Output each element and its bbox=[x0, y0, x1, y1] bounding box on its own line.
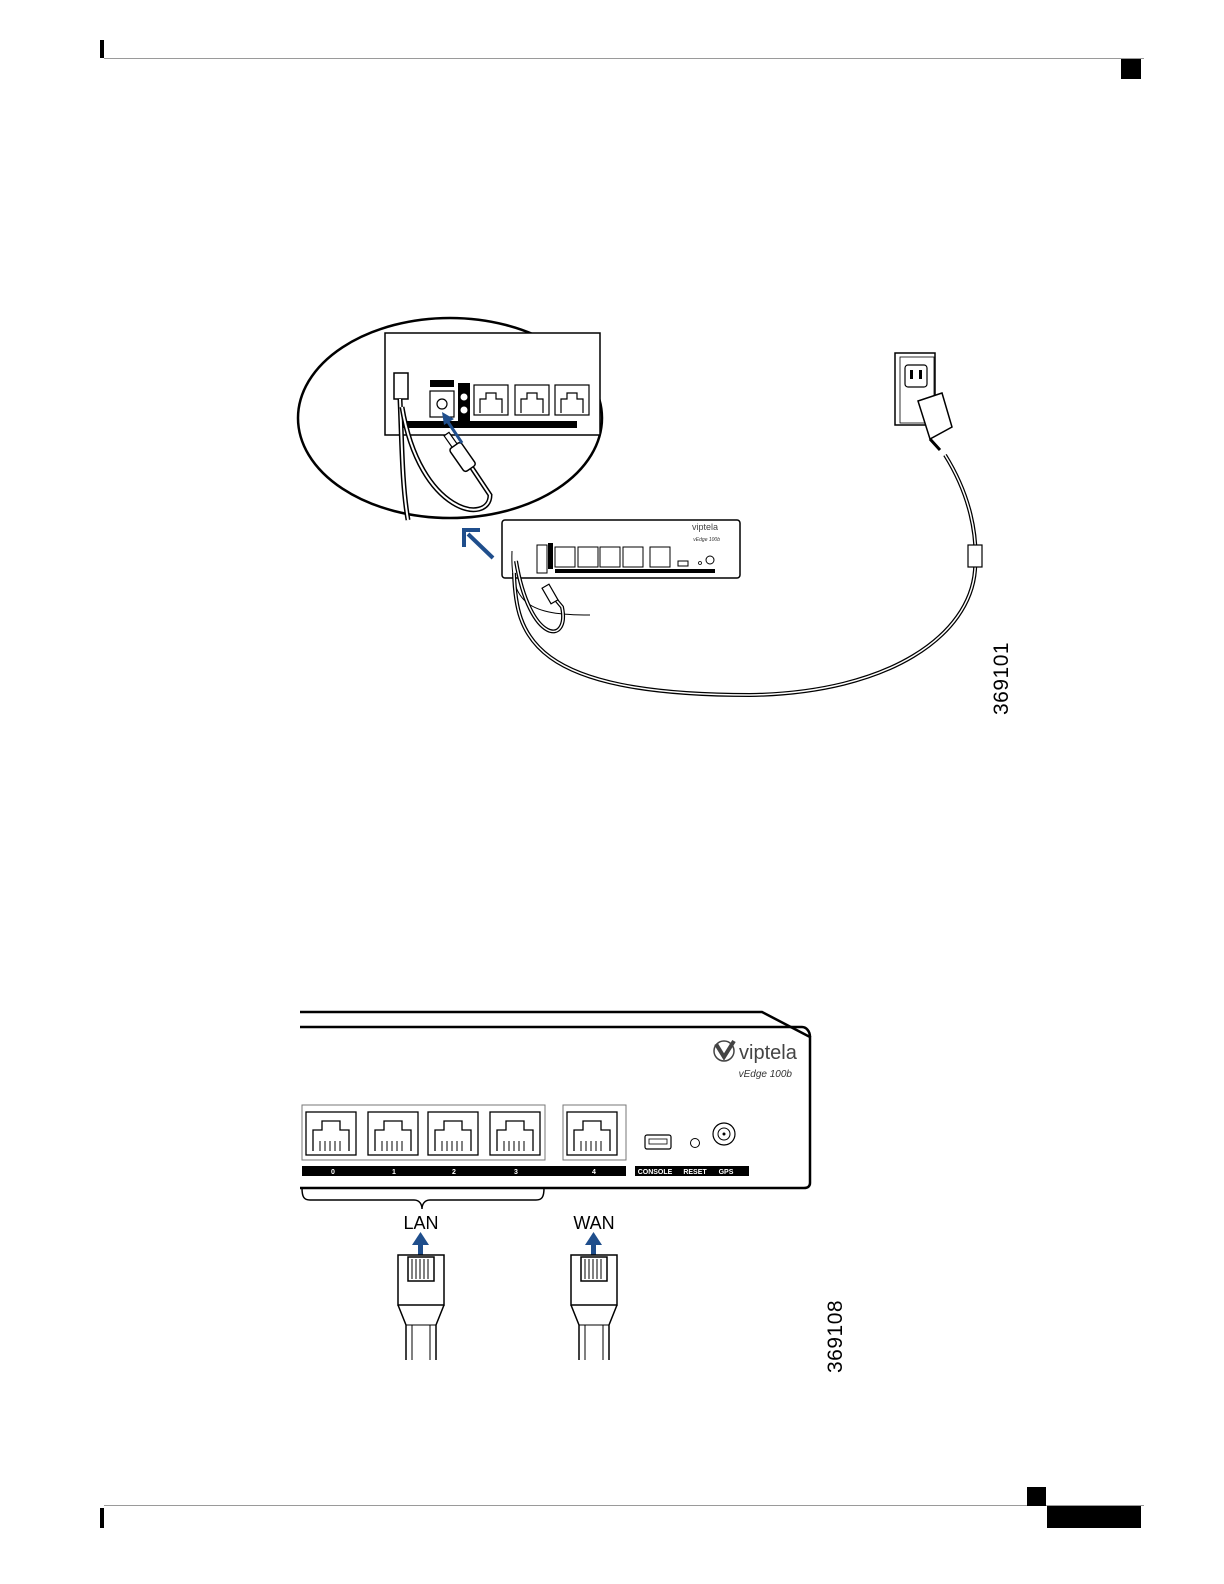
brand-name: viptela bbox=[739, 1042, 798, 1064]
footer-rule bbox=[104, 1505, 1144, 1506]
port-number-strip bbox=[302, 1166, 626, 1176]
console-label: CONSOLE bbox=[638, 1169, 673, 1176]
device-power-jack bbox=[537, 545, 547, 573]
status-led-strip bbox=[458, 383, 470, 421]
header-rule bbox=[104, 58, 1144, 59]
callout-arrow-line bbox=[468, 534, 493, 558]
lan-wan-illustration: viptela vEdge 100b 0 1 2 bbox=[296, 995, 856, 1375]
port-label-0: 0 bbox=[331, 1169, 335, 1176]
header-tick-mark bbox=[100, 40, 104, 58]
power-jack-hole bbox=[437, 399, 447, 409]
reset-label: RESET bbox=[683, 1169, 707, 1176]
port-label-3: 3 bbox=[514, 1169, 518, 1176]
lan-label: LAN bbox=[403, 1213, 438, 1233]
figure-power-connection: viptela vEdge 100b 369101 bbox=[290, 315, 1010, 715]
lan-bracket bbox=[302, 1188, 544, 1209]
reset-button bbox=[691, 1139, 700, 1148]
port-label-strip bbox=[402, 421, 577, 428]
pwr-label-bg bbox=[430, 380, 454, 387]
figure1-id: 369101 bbox=[990, 642, 1014, 715]
power-connection-illustration: viptela vEdge 100b bbox=[290, 315, 1010, 715]
model-name: vEdge 100b bbox=[739, 1069, 793, 1080]
footer-square-marker bbox=[1027, 1487, 1046, 1506]
footer-page-tab bbox=[1047, 1506, 1141, 1528]
port-label-1: 1 bbox=[392, 1169, 396, 1176]
figure2-id: 369108 bbox=[824, 1300, 848, 1373]
device-model: vEdge 100b bbox=[693, 537, 720, 543]
device-dc-plug bbox=[542, 584, 558, 604]
wan-cable-plug bbox=[571, 1255, 617, 1360]
ground-screw bbox=[394, 373, 408, 399]
led-1 bbox=[461, 394, 468, 401]
gps-label: GPS bbox=[719, 1169, 734, 1176]
port-label-4: 4 bbox=[592, 1169, 596, 1176]
wan-label: WAN bbox=[573, 1213, 614, 1233]
device-label-strip bbox=[555, 569, 715, 573]
chassis-front-panel bbox=[300, 1012, 810, 1188]
header-square-marker bbox=[1121, 59, 1141, 79]
led-2 bbox=[461, 407, 468, 414]
power-adapter bbox=[918, 393, 952, 439]
device-ports bbox=[555, 547, 670, 567]
port-label-2: 2 bbox=[452, 1169, 456, 1176]
figure-lan-wan-connection: viptela vEdge 100b 0 1 2 bbox=[296, 995, 856, 1375]
cord-ferrite bbox=[968, 545, 982, 567]
device-brand: viptela bbox=[692, 522, 718, 532]
outlet-socket-top bbox=[905, 365, 927, 387]
magnified-ports bbox=[474, 385, 589, 415]
magnified-chassis-panel bbox=[385, 333, 600, 435]
footer-tick-mark bbox=[100, 1508, 104, 1528]
lan-cable-plug bbox=[398, 1255, 444, 1360]
